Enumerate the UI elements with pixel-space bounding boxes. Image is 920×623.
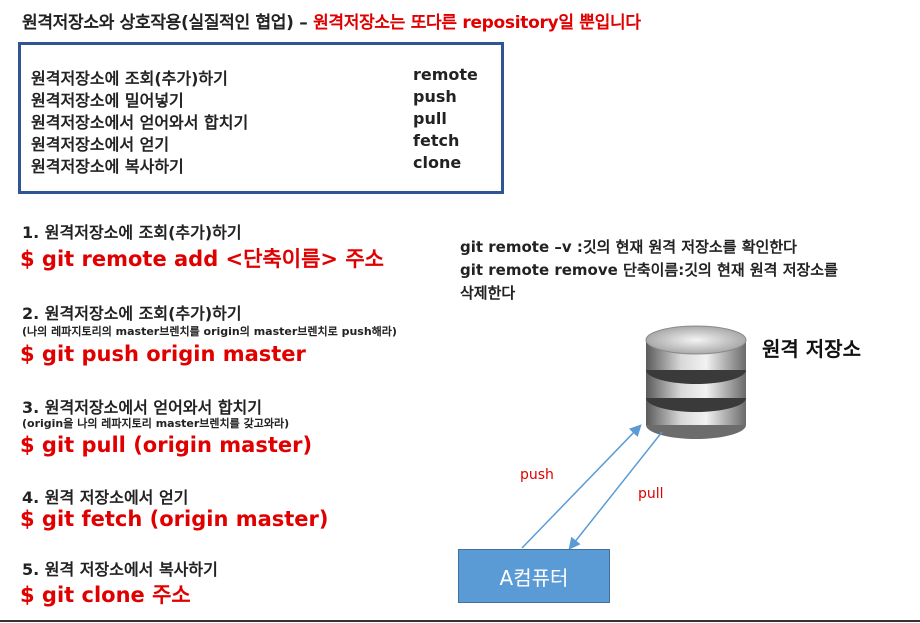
section-heading: 1. 원격저장소에 조회(추가)하기 [22,223,242,242]
summary-label: 원격저장소에서 얻어와서 합치기 [31,113,249,132]
remote-note: git remote –v :깃의 현재 원격 저장소를 확인한다 [460,238,797,256]
summary-box: 원격저장소에 조회(추가)하기 remote 원격저장소에 밀어넣기 push … [18,42,504,194]
section-command: $ git pull (origin master) [20,433,313,457]
push-label: push [520,467,554,483]
summary-label: 원격저장소에 조회(추가)하기 [31,69,228,88]
section-command: $ git fetch (origin master) [20,507,329,531]
pull-label: pull [638,486,664,502]
pull-arrow [568,431,663,550]
computer-box: A컴퓨터 [458,549,610,603]
summary-cmd: fetch [413,131,460,150]
push-arrow [521,424,642,549]
section-heading: 5. 원격 저장소에서 복사하기 [22,560,218,579]
bottom-divider [0,620,920,622]
title-main: 원격저장소와 상호작용(실질적인 협업) – [22,13,314,33]
summary-cmd: clone [413,153,462,172]
section-note: (나의 레파지토리의 master브렌치를 origin의 master브렌치로… [22,325,397,338]
section-command: $ git push origin master [20,342,306,366]
section-note: (origin을 나의 레파지토리 master브렌치를 갖고와라) [22,417,290,430]
remote-server-label: 원격 저장소 [762,337,861,361]
section-command: $ git remote add <단축이름> 주소 [20,247,384,271]
page-title: 원격저장소와 상호작용(실질적인 협업) – 원격저장소는 또다른 reposi… [22,8,641,33]
remote-note: 삭제한다 [460,284,516,302]
section-heading: 4. 원격 저장소에서 얻기 [22,488,189,507]
section-heading: 3. 원격저장소에서 얻어와서 합치기 [22,398,263,417]
section-command: $ git clone 주소 [20,583,191,607]
database-icon [645,325,747,439]
remote-note: git remote remove 단축이름:깃의 현재 원격 저장소를 [460,261,838,279]
summary-label: 원격저장소에서 얻기 [31,135,170,154]
title-highlight: 원격저장소는 또다른 repository일 뿐입니다 [313,13,641,33]
summary-label: 원격저장소에 밀어넣기 [31,91,184,110]
summary-label: 원격저장소에 복사하기 [31,157,184,176]
summary-cmd: remote [413,65,478,84]
summary-cmd: pull [413,109,447,128]
summary-cmd: push [413,87,457,106]
section-heading: 2. 원격저장소에 조회(추가)하기 [22,304,242,323]
